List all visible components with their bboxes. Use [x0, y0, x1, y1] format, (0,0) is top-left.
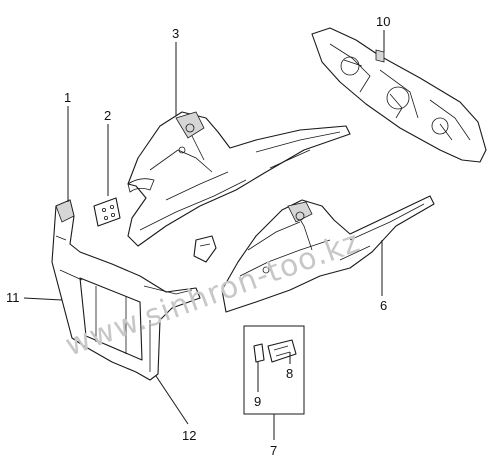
callout-1: 1: [64, 90, 71, 105]
callout-3: 3: [172, 26, 179, 41]
part-10-dash-panel: [311, 27, 487, 163]
part-6-right-front-member: [221, 195, 435, 313]
leader-lines: [23, 30, 385, 440]
callout-9: 9: [254, 394, 261, 409]
small-bracket: [193, 235, 217, 263]
part-12-front-end-frame: [51, 199, 201, 381]
callout-8: 8: [286, 366, 293, 381]
callout-2: 2: [104, 108, 111, 123]
callout-10: 10: [376, 14, 390, 29]
part-3-left-front-member: [127, 111, 351, 247]
callout-6: 6: [380, 298, 387, 313]
parts-8-9-group-box: [243, 325, 305, 415]
callout-11: 11: [6, 290, 20, 305]
callout-12: 12: [182, 428, 196, 443]
part-2-plate: [93, 197, 121, 227]
callout-7: 7: [270, 443, 277, 458]
